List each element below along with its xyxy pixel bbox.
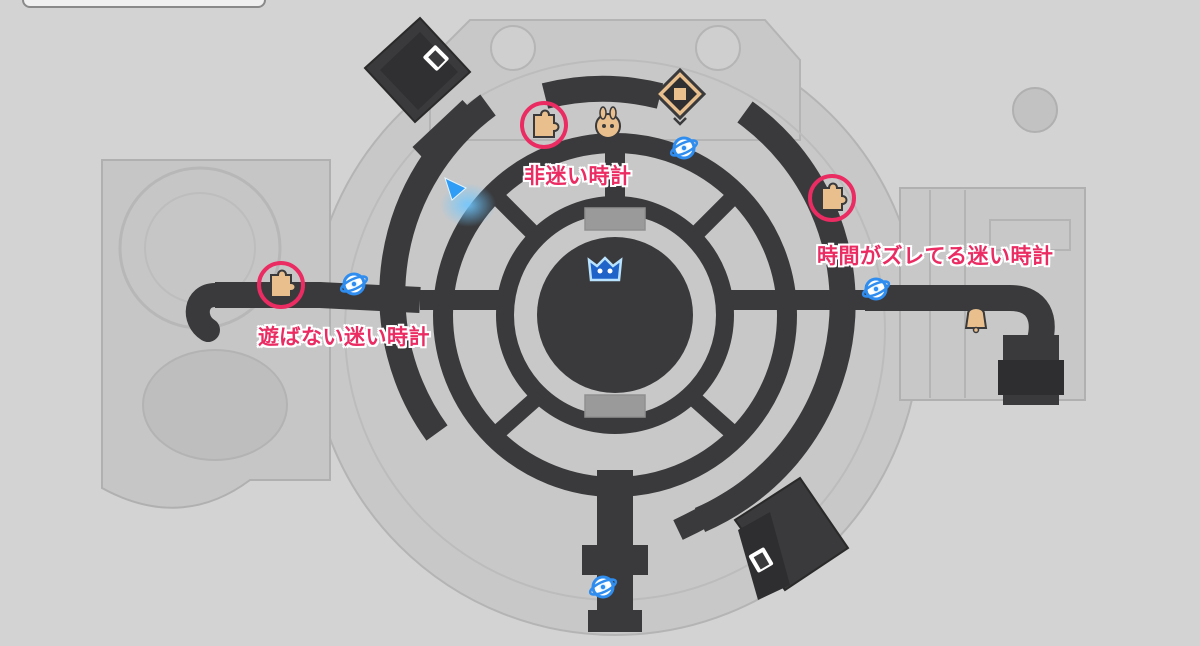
space-anchor-icon[interactable] bbox=[669, 136, 699, 160]
shop-icon[interactable] bbox=[653, 67, 707, 126]
bell-icon[interactable] bbox=[964, 304, 988, 334]
door-icon[interactable] bbox=[423, 45, 450, 72]
puzzle-piece-icon[interactable] bbox=[520, 101, 568, 149]
walkways bbox=[379, 75, 865, 532]
southeast-walkway bbox=[673, 447, 799, 540]
west-corridor bbox=[185, 282, 421, 342]
npc-bunny-icon[interactable] bbox=[595, 106, 621, 139]
east-corridor bbox=[865, 285, 1064, 405]
inner-plaza-steps bbox=[584, 207, 646, 418]
central-hub bbox=[537, 237, 693, 393]
label-not-playing-lost-clock: 遊ばない迷い時計 bbox=[258, 325, 430, 349]
space-anchor-icon[interactable] bbox=[861, 277, 891, 301]
label-non-lost-clock: 非迷い時計 bbox=[524, 164, 632, 188]
puzzle-piece-icon[interactable] bbox=[257, 261, 305, 309]
player-arrow-icon bbox=[440, 177, 496, 227]
label-time-shifted-lost-clock: 時間がズレてる迷い時計 bbox=[817, 244, 1054, 268]
space-anchor-icon[interactable] bbox=[588, 575, 618, 599]
puzzle-piece-icon[interactable] bbox=[808, 174, 856, 222]
space-anchor-icon[interactable] bbox=[339, 272, 369, 296]
mascot-head-icon[interactable] bbox=[587, 256, 623, 282]
door-icon[interactable] bbox=[748, 547, 774, 573]
